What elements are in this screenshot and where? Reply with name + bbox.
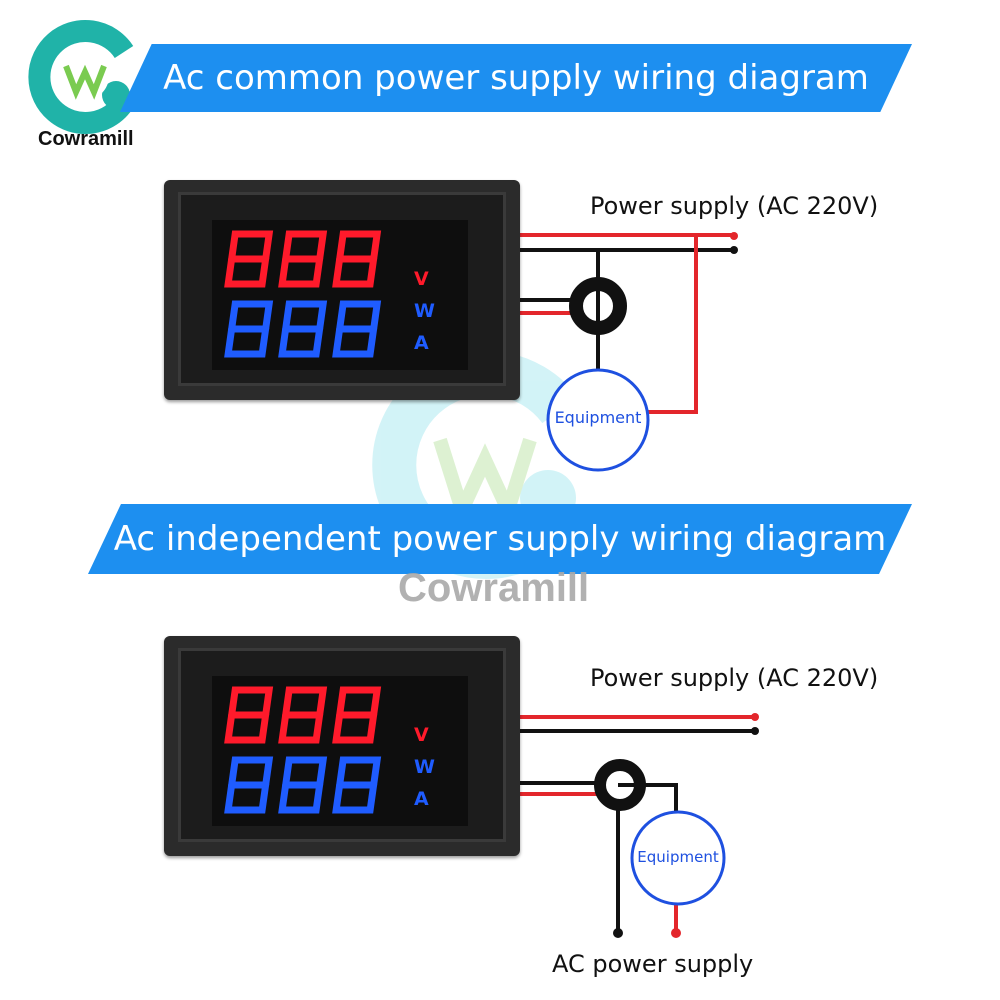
- diagram2-title-banner: Ac independent power supply wiring diagr…: [88, 504, 912, 574]
- voltage-unit: V: [414, 268, 429, 290]
- diagram2-equipment-label: Equipment: [637, 848, 719, 866]
- current-transformer-icon: [569, 277, 627, 335]
- watermark-text: Cowramill: [398, 566, 590, 610]
- voltage-unit: V: [414, 724, 429, 746]
- diagram1-power-label: Power supply (AC 220V): [590, 192, 879, 220]
- brand-logo: [28, 20, 134, 134]
- diagram1-equipment-label: Equipment: [554, 408, 642, 427]
- current-power-digits: [224, 300, 382, 358]
- brand-name: Cowramill: [38, 128, 134, 150]
- current-power-digits: [224, 756, 382, 814]
- current-unit: A: [414, 788, 429, 810]
- diagram2-wiring: [520, 713, 759, 938]
- power-unit: W: [414, 300, 435, 322]
- meter-display: V W A: [212, 220, 468, 370]
- equipment-icon: [546, 368, 650, 472]
- diagram1-title-banner: Ac common power supply wiring diagram: [120, 44, 912, 112]
- meter-display: V W A: [212, 676, 468, 826]
- current-unit: A: [414, 332, 429, 354]
- equipment-icon: [630, 810, 726, 906]
- diagram2-ac-label: AC power supply: [552, 950, 754, 978]
- diagram1-title: Ac common power supply wiring diagram: [163, 58, 869, 98]
- diagram1-wiring: [520, 232, 738, 472]
- diagram2-title: Ac independent power supply wiring diagr…: [113, 519, 887, 559]
- diagram1-meter: V W A: [164, 180, 520, 400]
- diagram2-power-label: Power supply (AC 220V): [590, 664, 879, 692]
- voltage-digits: [224, 230, 382, 288]
- diagram2-meter: V W A: [164, 636, 520, 856]
- current-transformer-icon: [594, 759, 646, 811]
- voltage-digits: [224, 686, 382, 744]
- power-unit: W: [414, 756, 435, 778]
